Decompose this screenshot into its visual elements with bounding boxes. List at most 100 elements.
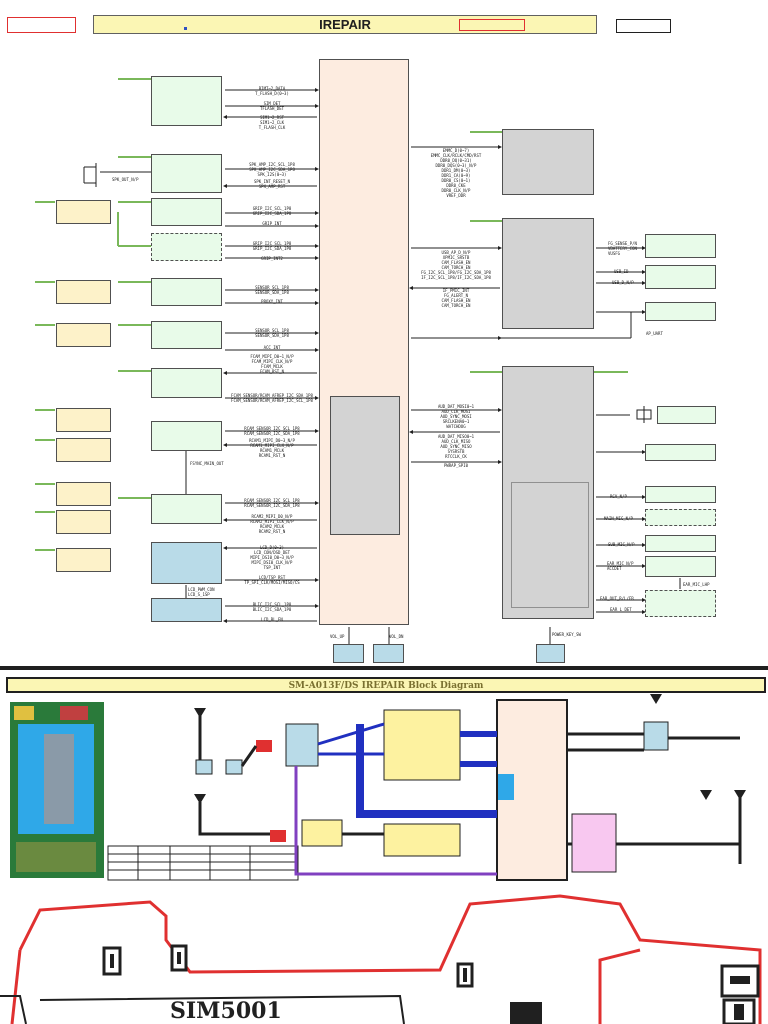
lower-filter-1 xyxy=(195,759,213,775)
signal-rcam2-i2c: RCAM_SENSOR_I2C_SCL_1P8 RCAM_SENSOR_I2C_… xyxy=(244,498,300,508)
label-ear-mic: EAR_MIC_N/P ACCDET xyxy=(607,561,634,571)
rear-camera-1-block xyxy=(151,421,222,451)
pcb-photo xyxy=(10,702,104,878)
signal-fcam-i2c: FCAM_SENSOR/RCAM_AFREP_I2C_SDA_1P8 FCAM_… xyxy=(231,393,313,403)
label-sub-mic: SUB_MIC_N/P xyxy=(608,542,635,547)
signal-memory-bus: EMMC_D(0~7) EMMC_CLK/RCLK/CMD/RST DDR0_D… xyxy=(430,148,482,198)
crystal-block xyxy=(657,406,716,424)
pin-table xyxy=(107,845,299,881)
signal-aud-miso: AUD_DAT_MISO0~1 AUD_CLK_MISO AUD_SYNC_MI… xyxy=(437,434,475,459)
lower-block-diagram xyxy=(10,694,746,881)
pcb-outline xyxy=(0,894,762,1024)
label-ap-uart: AP_UART xyxy=(646,331,663,336)
uart-block xyxy=(645,302,716,321)
rear-camera-2-block xyxy=(151,494,222,524)
rear-cam2-ldo-1 xyxy=(56,482,111,506)
signal-lcd-rst: LCD/TSP_RST TP_SPI_CLK/MOSI/MISO/CS xyxy=(244,575,300,585)
signal-spk-rst: SPK_INT_RESET_N SPK_AMP_RST xyxy=(253,179,291,189)
lower-blue-part xyxy=(498,774,514,800)
crystal-symbol xyxy=(636,406,652,423)
label-ear-out: EAR_OUT_R/L/FB xyxy=(600,596,634,601)
accelerometer-block xyxy=(151,321,222,349)
label-lcd-pwm: LCD_PWM_CON LCD_S_1SP xyxy=(188,587,215,597)
proximity-sensor-block xyxy=(151,278,222,306)
signal-grip2-i2c: GRIP_I2C_SCL_1P8 GRIP_I2C_SDA_1P8 xyxy=(252,241,292,251)
rear-cam1-ldo-1 xyxy=(56,408,111,432)
connection-lines xyxy=(35,78,681,644)
lower-wifi-block xyxy=(571,813,617,873)
battery-connector-block xyxy=(645,234,716,258)
label-main-mic: MAIN_MIC_N/P xyxy=(604,516,633,521)
vol-up-key xyxy=(333,644,364,663)
lower-switch-block xyxy=(285,723,319,767)
rear-cam1-ldo-2 xyxy=(56,438,111,462)
grip-sensor-1-block xyxy=(151,198,222,226)
charger-fuel-gauge-block xyxy=(502,218,594,329)
lower-red-part-2 xyxy=(270,830,286,842)
label-power-key: POWER_KEY_SW xyxy=(552,632,581,637)
front-camera-block xyxy=(151,368,222,398)
usb-id-block xyxy=(645,265,716,289)
receiver-block xyxy=(645,486,716,503)
lower-diagram-title: SM-A013F/DS IREPAIR Block Diagram xyxy=(6,677,766,693)
signal-acc-i2c: SENSOR_SCL_1P8 SENSOR_SDA_1P8 xyxy=(255,328,289,338)
label-fg-sense: FG_SENSE_P/N VBATTERY_CON VUSFG xyxy=(608,241,637,256)
label-usb-id: USB_ID xyxy=(614,269,629,274)
signal-prox-int: PROXY_INT xyxy=(261,299,283,304)
sim-tflash-block xyxy=(151,76,222,126)
lower-antennas xyxy=(194,694,746,804)
lcd-ldo xyxy=(56,548,111,572)
grip-antenna-1 xyxy=(56,200,111,224)
lower-rf-block xyxy=(383,709,461,781)
signal-pwrap: PWRAP_SPI0 xyxy=(443,463,469,468)
label-spk-out: SPK_OUT_N/P xyxy=(112,177,139,182)
signal-sim-data: BIMT~2_DATA T_FLASH_D(0~3) xyxy=(255,86,289,96)
header-left-box xyxy=(7,17,76,33)
main-mic-block xyxy=(645,509,716,526)
signal-usb-fg: USB_AP_D_N/P XPMIC_SRSTB CAM_FLASH_EN CA… xyxy=(421,250,491,280)
sub-mic-block xyxy=(645,535,716,552)
signal-rcam1-mipi: RCAM1_MIPI_D0~3_N/P RCAM1_MIPI_CLK_N/P R… xyxy=(249,438,295,458)
signal-acc-int: ACC_INT xyxy=(263,345,281,350)
signal-arrows-left xyxy=(223,88,319,623)
signal-grip2-int: GRIP_INT2 xyxy=(261,256,283,261)
section-divider xyxy=(0,666,768,670)
header-inner-red-box xyxy=(459,19,525,31)
signal-aud-mosi: AUD_DAT_MOSI0~1 AUD_CLK_MOSI AUD_SYNC_MO… xyxy=(437,404,475,429)
label-ear-mic-lhp: EAR_MIC_LHP xyxy=(683,582,710,587)
vibrator-block xyxy=(645,444,716,461)
rear-cam2-ldo-2 xyxy=(56,510,111,534)
signal-fcam-mipi: FCAM_MIPI_D0~1_N/P FCAM_MIPI_CLK_N/P FCA… xyxy=(250,354,294,374)
memory-emcp-block xyxy=(502,129,594,195)
lower-pa-block xyxy=(383,823,461,857)
lower-filter-2 xyxy=(225,759,243,775)
label-vol-up: VOL_UP xyxy=(330,634,345,639)
lower-ant-switch xyxy=(643,721,669,751)
signal-rcam2-mipi: RCAM2_MIPI_D0_N/P RCAM2_MIPI_CLK_N/P RCA… xyxy=(250,514,294,534)
ear-out-block xyxy=(645,590,716,617)
signal-blic-i2c: BLIC_I2C_SCL_1P8 BLIC_I2C_SDA_1P8 xyxy=(252,602,292,612)
page-title: IREPAIR xyxy=(319,17,371,32)
signal-if-pmic: IF_PMIC_INT FG_ALERT_N CAM_FLASH_EN CAM_… xyxy=(441,288,471,308)
speaker-amp-block xyxy=(151,154,222,193)
label-ear-l-det: EAR_L_DET xyxy=(610,607,632,612)
signal-lcd-mipi: LCD_D(0~3) LCD_CON/DSD_DET MIPI_DSI0_D0~… xyxy=(250,545,294,570)
label-vol-dn: VOL_DN xyxy=(389,634,404,639)
signal-sim-det: SIM_DET TFLASH_DET xyxy=(259,101,285,111)
lower-red-part-1 xyxy=(256,740,272,752)
vol-down-key xyxy=(373,644,404,663)
backlight-ic-block xyxy=(151,598,222,622)
signal-grip1-int: GRIP_INT xyxy=(262,221,282,226)
label-fsync: FSYNC_MAIN_OUT xyxy=(190,461,224,466)
header-marker xyxy=(184,27,187,30)
signal-prox-i2c: SENSOR_SCL_1P8 SENSOR_SDA_1P8 xyxy=(255,285,289,295)
label-rcv: RCV_N/P xyxy=(610,494,627,499)
signal-spk-i2c: SPK_AMP_I2C_SCL_1P8 SPK_AMP_I2C_SDA_1P8 … xyxy=(249,162,295,177)
proximity-antenna xyxy=(56,280,111,304)
signal-grip1-i2c: GRIP_I2C_SCL_1P8 GRIP_I2C_SDA_1P8 xyxy=(252,206,292,216)
misc-lines xyxy=(83,163,681,644)
ap-inner-block xyxy=(330,396,400,535)
signal-sim-clk: SIM1~2_RST SIM1~2_CLK T_FLASH_CLK xyxy=(258,115,286,130)
label-usb-d: USB_D_N/P xyxy=(612,280,634,285)
accelerometer-antenna xyxy=(56,323,111,347)
